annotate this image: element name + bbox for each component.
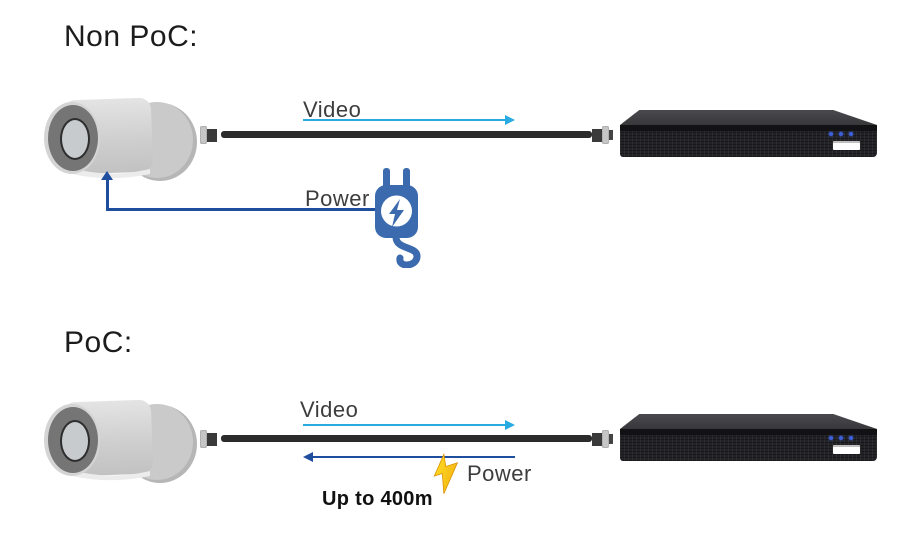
bnc-connector-icon xyxy=(200,126,217,144)
non-poc-title: Non PoC: xyxy=(64,20,199,53)
power-feed-line xyxy=(106,180,109,211)
video-direction-arrow-icon xyxy=(303,420,515,430)
dvr-recorder-icon xyxy=(620,110,877,157)
power-label: Power xyxy=(467,461,532,486)
dvr-usb-port xyxy=(833,141,860,150)
dvr-front-panel xyxy=(620,131,877,157)
dvr-led-indicators xyxy=(829,436,853,440)
coax-cable xyxy=(221,131,592,138)
distance-label: Up to 400m xyxy=(322,488,433,510)
poc-title: PoC: xyxy=(64,326,133,359)
dvr-led-indicators xyxy=(829,132,853,136)
power-feed-line xyxy=(107,208,375,211)
power-label: Power xyxy=(305,186,370,211)
dvr-top-panel xyxy=(620,110,877,125)
dvr-stripe xyxy=(620,429,877,435)
power-arrow-up-icon xyxy=(101,171,113,180)
dvr-usb-port xyxy=(833,445,860,454)
bnc-connector-icon xyxy=(200,430,217,448)
video-label: Video xyxy=(303,97,362,122)
bullet-camera-icon xyxy=(44,97,197,181)
dvr-top-panel xyxy=(620,414,877,429)
bullet-camera-icon xyxy=(44,399,197,483)
power-direction-arrow-icon xyxy=(303,452,515,462)
video-label: Video xyxy=(300,397,359,422)
power-plug-icon xyxy=(372,168,424,268)
dvr-front-panel xyxy=(620,435,877,461)
bnc-connector-icon xyxy=(592,430,613,448)
video-direction-arrow-icon xyxy=(303,115,515,125)
dvr-recorder-icon xyxy=(620,414,877,461)
dvr-stripe xyxy=(620,125,877,131)
bnc-connector-icon xyxy=(592,126,613,144)
coax-cable xyxy=(221,435,592,442)
